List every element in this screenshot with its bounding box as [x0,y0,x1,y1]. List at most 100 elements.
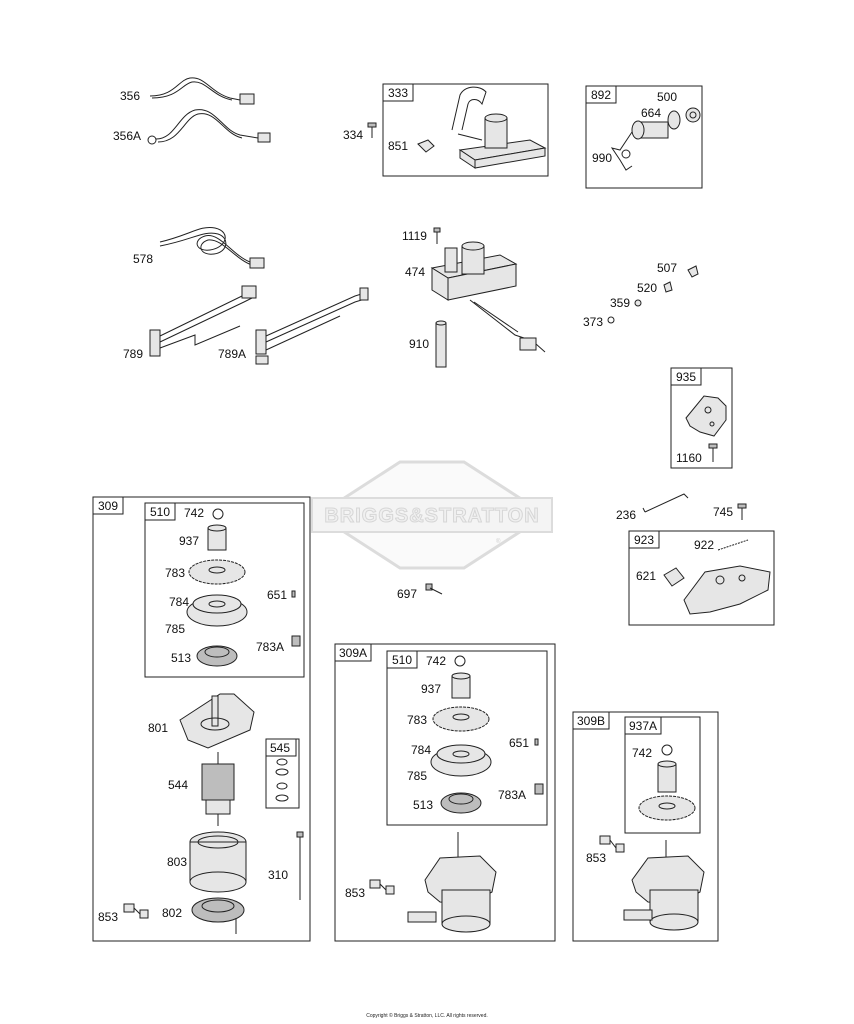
wire-harness-356a [147,109,271,145]
wire-harness-356 [149,77,255,105]
box-545-tab [265,738,297,757]
nut-359 [634,299,642,307]
label-520: 520 [637,281,657,295]
box-309 [92,496,311,942]
armature-544 [201,752,235,826]
group-label-892: 892 [591,88,611,102]
box-510-b [386,650,548,826]
label-359: 359 [610,296,630,310]
label-651-a: 651 [267,588,287,602]
drive-kit-510-b [430,655,544,814]
label-742-a: 742 [184,506,204,520]
box-892-tab [585,85,617,104]
label-474: 474 [405,265,425,279]
connector-853-b [369,879,395,895]
armature-333 [451,86,547,169]
label-910: 910 [409,337,429,351]
spacer-910 [435,320,447,368]
box-923-tab [628,530,660,549]
label-783a-b: 783A [498,788,526,802]
connector-853-c [599,835,625,853]
label-500: 500 [657,90,677,104]
group-label-510-b: 510 [392,653,412,667]
box-510-a [144,502,305,678]
screw-1160 [708,443,718,462]
box-309a [334,643,556,942]
label-853-b: 853 [345,886,365,900]
box-309b [572,711,719,942]
group-label-309: 309 [98,499,118,513]
starter-motor-309b [623,840,705,931]
housing-803 [189,831,247,893]
label-990: 990 [592,151,612,165]
label-802: 802 [162,906,182,920]
box-923 [628,530,775,626]
label-513-a: 513 [171,651,191,665]
label-621: 621 [636,569,656,583]
governor-control-923 [663,539,771,615]
label-937-b: 937 [421,682,441,696]
label-513-b: 513 [413,798,433,812]
box-309b-tab [572,711,610,730]
label-1119: 1119 [402,229,427,243]
watermark-text: BRIGGS&STRATTON [324,505,539,527]
label-742-b: 742 [426,654,446,668]
watermark-logo: BRIGGS&STRATTON ® [311,460,553,570]
end-cap-802 [191,897,245,934]
group-label-545: 545 [270,741,290,755]
label-783-a: 783 [165,566,185,580]
label-789a: 789A [218,347,246,361]
label-356a: 356A [113,129,141,143]
drive-kit-937a [638,744,696,821]
label-785-a: 785 [165,622,185,636]
washer-set-545 [275,758,289,802]
label-1160: 1160 [676,451,702,465]
wire-harness-789a [255,287,369,365]
clip-851 [417,139,435,153]
connector-853-a [123,903,149,919]
group-label-937a: 937A [629,719,657,733]
box-510-b-tab [386,650,418,669]
label-853-a: 853 [98,910,118,924]
label-937-a: 937 [179,534,199,548]
label-783a-a: 783A [256,640,284,654]
box-937a-tab [624,716,662,735]
label-745: 745 [713,505,733,519]
label-783-b: 783 [407,713,427,727]
group-label-309a: 309A [339,646,367,660]
group-label-935: 935 [676,370,696,384]
end-cap-801 [179,693,255,749]
box-333-tab [382,83,414,102]
label-356: 356 [120,89,140,103]
label-742-c: 742 [632,746,652,760]
group-label-923: 923 [634,533,654,547]
clip-507 [687,265,699,278]
box-935-tab [670,367,702,386]
label-785-b: 785 [407,769,427,783]
label-784-b: 784 [411,743,431,757]
label-664: 664 [641,106,661,120]
label-334: 334 [343,128,363,142]
box-892 [585,85,703,189]
box-333 [382,83,549,177]
box-937a [624,716,701,834]
box-309-tab [92,496,124,515]
label-803: 803 [167,855,187,869]
screw-697 [425,583,443,595]
label-801: 801 [148,721,168,735]
link-236 [642,493,689,513]
label-507: 507 [657,261,677,275]
group-label-309b: 309B [577,714,605,728]
group-label-333: 333 [388,86,408,100]
label-697: 697 [397,587,417,601]
label-310: 310 [268,868,288,882]
ignition-switch-892 [610,107,701,171]
screw-745 [737,503,747,520]
label-544: 544 [168,778,188,792]
bolt-310 [296,831,304,900]
clip-520 [663,281,673,293]
wire-harness-789 [149,285,257,357]
label-236: 236 [616,508,636,522]
label-373: 373 [583,315,603,329]
